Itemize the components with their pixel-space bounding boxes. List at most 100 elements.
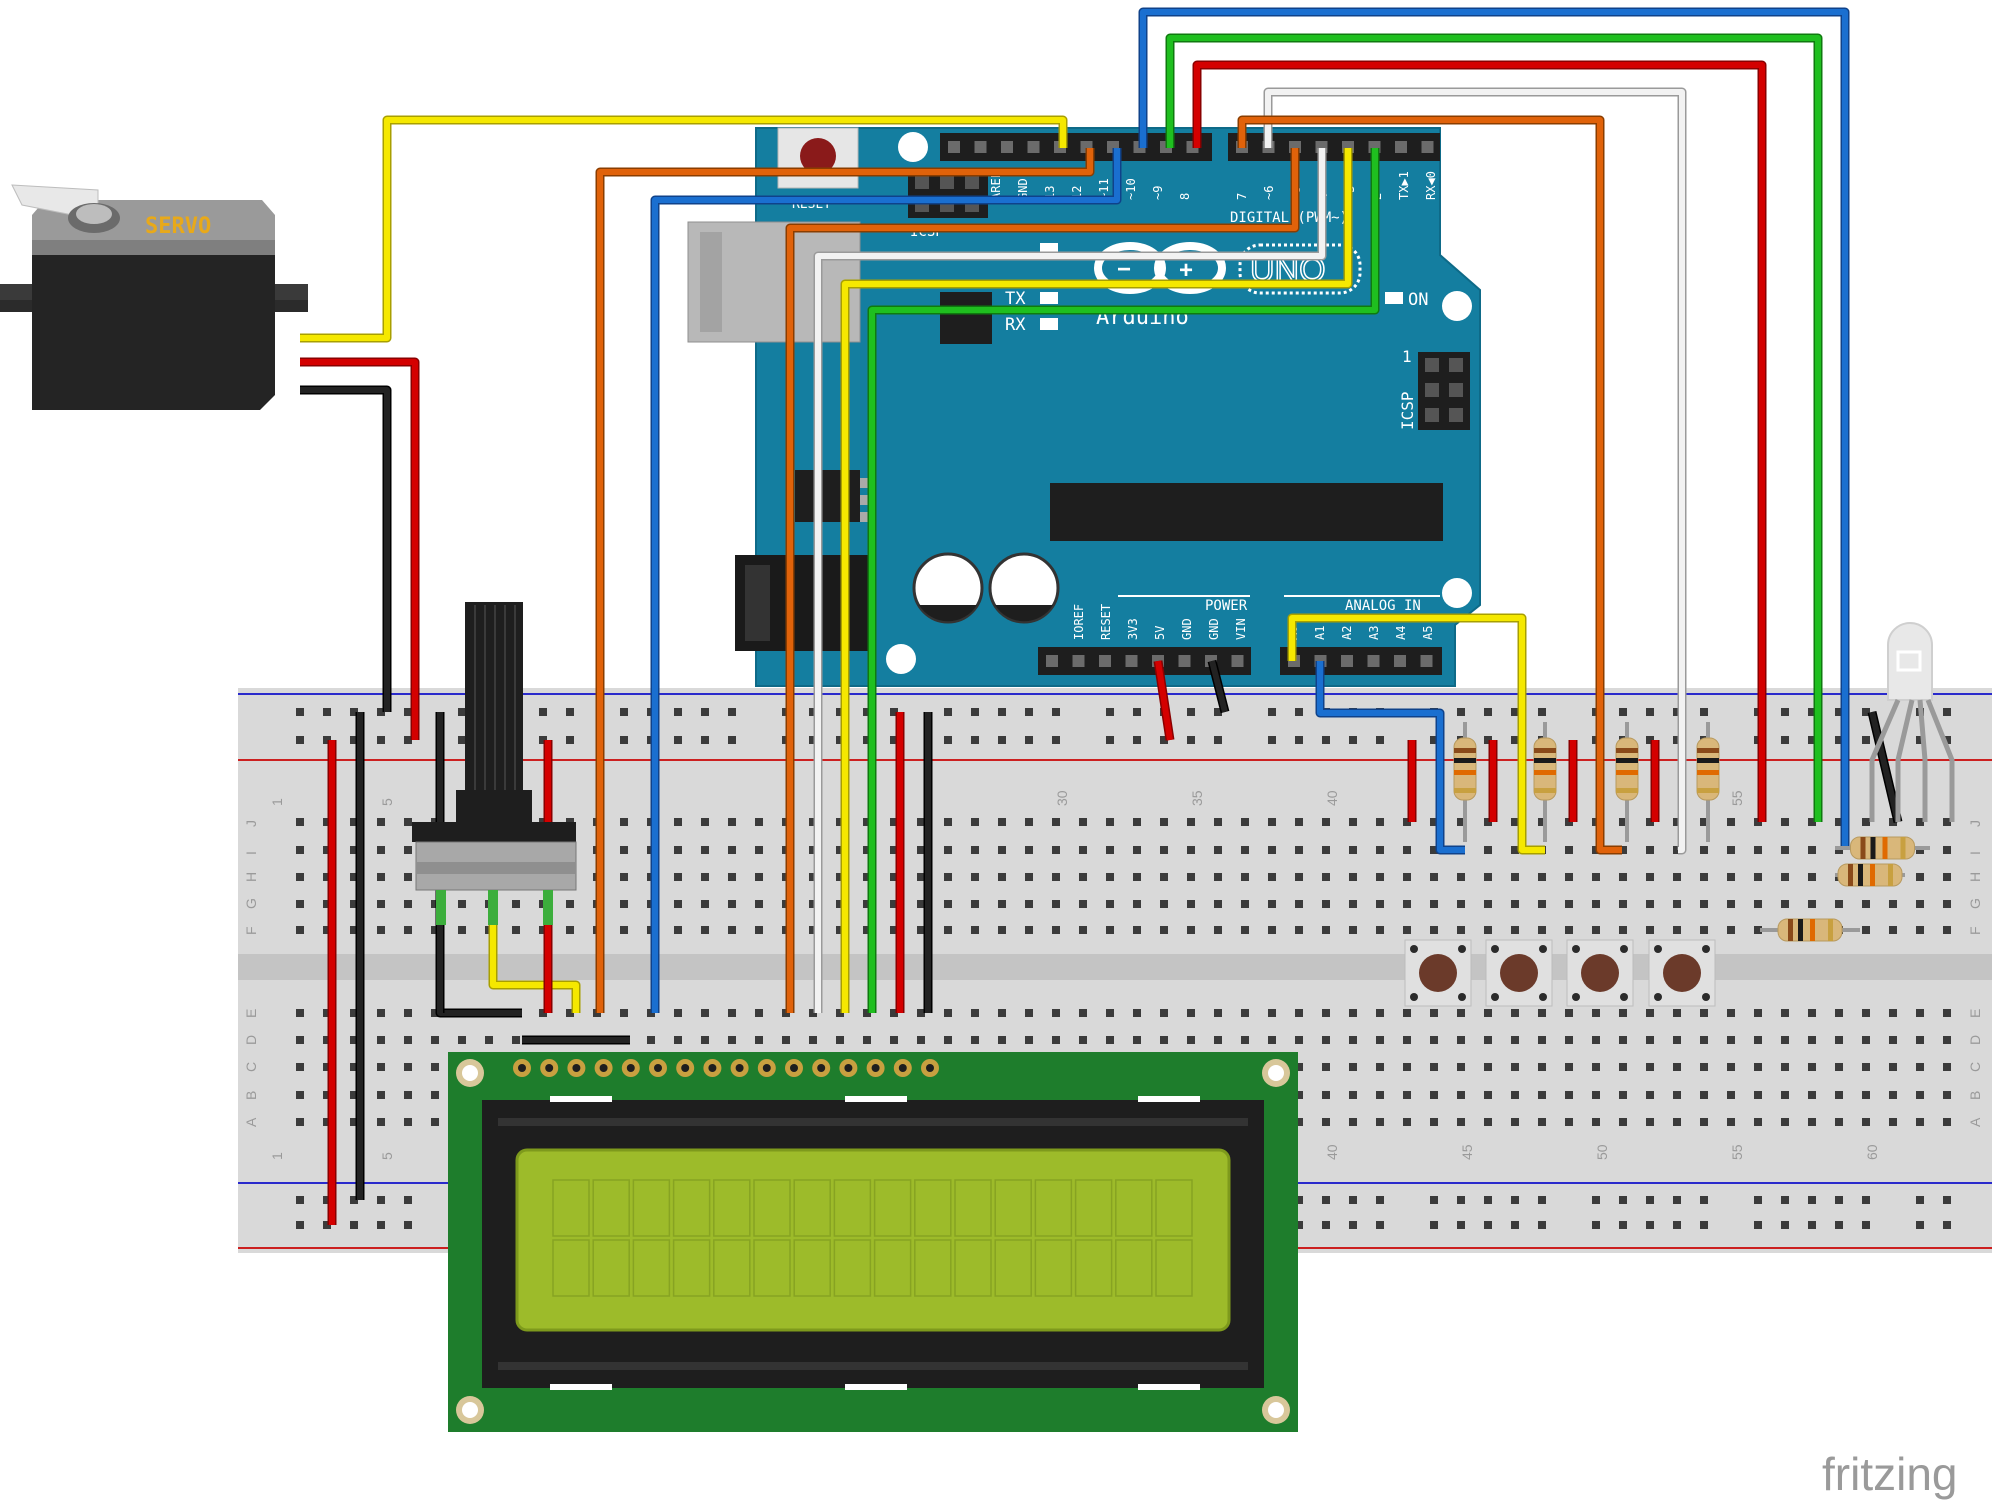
breadboard-hole	[323, 708, 331, 716]
breadboard-hole	[1700, 1118, 1708, 1126]
breadboard-hole	[1808, 1118, 1816, 1126]
breadboard-hole	[296, 736, 304, 744]
breadboard-hole	[1943, 900, 1951, 908]
push-button[interactable]	[1566, 939, 1634, 1007]
breadboard-hole	[350, 708, 358, 716]
breadboard-hole	[1079, 873, 1087, 881]
breadboard-hole	[1484, 900, 1492, 908]
breadboard-hole	[890, 708, 898, 716]
breadboard-hole	[1916, 1221, 1924, 1229]
push-button[interactable]	[1485, 939, 1553, 1007]
breadboard-hole	[1808, 1036, 1816, 1044]
breadboard-hole	[1538, 1009, 1546, 1017]
breadboard-hole	[323, 926, 331, 934]
breadboard-hole	[1727, 818, 1735, 826]
breadboard-hole	[404, 1063, 412, 1071]
breadboard-hole	[1187, 846, 1195, 854]
analog-pin-label: A5	[1421, 626, 1435, 640]
breadboard-hole	[1241, 900, 1249, 908]
breadboard-hole	[1484, 1091, 1492, 1099]
breadboard-hole	[1862, 1196, 1870, 1204]
breadboard-hole	[1808, 708, 1816, 716]
breadboard-hole	[1241, 873, 1249, 881]
breadboard-hole	[755, 873, 763, 881]
row-letter: I	[1967, 851, 1983, 855]
breadboard-hole	[1862, 1091, 1870, 1099]
breadboard-hole	[863, 708, 871, 716]
breadboard-hole	[728, 846, 736, 854]
breadboard-hole	[296, 1009, 304, 1017]
breadboard-hole	[674, 708, 682, 716]
power-pin-label: GND	[1180, 618, 1194, 640]
breadboard-hole	[701, 846, 709, 854]
breadboard-hole	[1457, 926, 1465, 934]
breadboard-hole	[296, 1196, 304, 1204]
breadboard-hole	[1187, 1036, 1195, 1044]
row-letter: H	[243, 872, 259, 882]
lcd-cell	[552, 1179, 590, 1237]
breadboard-hole	[1106, 1036, 1114, 1044]
breadboard-hole	[1943, 708, 1951, 716]
breadboard-hole	[1025, 708, 1033, 716]
reset-button[interactable]	[777, 127, 859, 189]
row-letter: A	[243, 1117, 259, 1127]
breadboard-hole	[296, 926, 304, 934]
col-number-35-top: 35	[1189, 790, 1205, 806]
breadboard-hole	[701, 900, 709, 908]
breadboard-hole	[1403, 1118, 1411, 1126]
breadboard-hole	[1106, 846, 1114, 854]
lcd-cell	[1074, 1179, 1113, 1237]
breadboard-hole	[377, 1091, 385, 1099]
power-analog-header-holes	[1046, 655, 1433, 667]
breadboard-hole	[539, 1009, 547, 1017]
breadboard-hole	[1052, 708, 1060, 716]
breadboard-hole	[350, 873, 358, 881]
breadboard-hole	[1592, 1009, 1600, 1017]
breadboard-hole	[1538, 1196, 1546, 1204]
breadboard-hole	[1295, 846, 1303, 854]
breadboard-hole	[1295, 1091, 1303, 1099]
breadboard-hole	[1862, 708, 1870, 716]
breadboard-hole	[1187, 900, 1195, 908]
power-label: POWER	[1205, 598, 1248, 614]
row-letter: D	[243, 1035, 259, 1045]
breadboard-hole	[1727, 1063, 1735, 1071]
breadboard-hole	[566, 736, 574, 744]
breadboard-hole	[1835, 1036, 1843, 1044]
breadboard-hole	[350, 846, 358, 854]
breadboard-hole	[1430, 1221, 1438, 1229]
breadboard-hole	[539, 926, 547, 934]
rx-led	[1040, 318, 1058, 330]
breadboard-hole	[998, 1036, 1006, 1044]
breadboard-hole	[1700, 873, 1708, 881]
push-button[interactable]	[1648, 939, 1716, 1007]
wire-a1-yellow	[1287, 613, 1545, 855]
breadboard-hole	[1376, 1221, 1384, 1229]
breadboard-hole	[1916, 1009, 1924, 1017]
lcd-cell	[713, 1239, 751, 1297]
wire-yellow-lcd-d6	[840, 148, 1353, 1013]
breadboard-hole	[836, 736, 844, 744]
breadboard-hole	[1673, 900, 1681, 908]
breadboard-hole	[1376, 900, 1384, 908]
potentiometer[interactable]	[412, 602, 577, 925]
breadboard-hole	[1565, 1063, 1573, 1071]
col-number-45-bottom: 45	[1459, 1144, 1475, 1160]
power-pin-label: RESET	[1099, 604, 1113, 640]
breadboard-hole	[458, 926, 466, 934]
breadboard-hole	[1430, 846, 1438, 854]
breadboard-hole	[1943, 1091, 1951, 1099]
breadboard-hole	[350, 736, 358, 744]
breadboard-hole	[1484, 1221, 1492, 1229]
icsp-side-label: ICSP	[1398, 391, 1417, 430]
wire-blue-rgb	[1138, 7, 1850, 850]
breadboard-hole	[1565, 926, 1573, 934]
breadboard-hole	[350, 1091, 358, 1099]
breadboard-hole	[890, 1036, 898, 1044]
breadboard-hole	[323, 736, 331, 744]
breadboard-hole	[1646, 708, 1654, 716]
push-button[interactable]	[1404, 939, 1472, 1007]
breadboard-hole	[404, 1221, 412, 1229]
breadboard-hole	[512, 1036, 520, 1044]
